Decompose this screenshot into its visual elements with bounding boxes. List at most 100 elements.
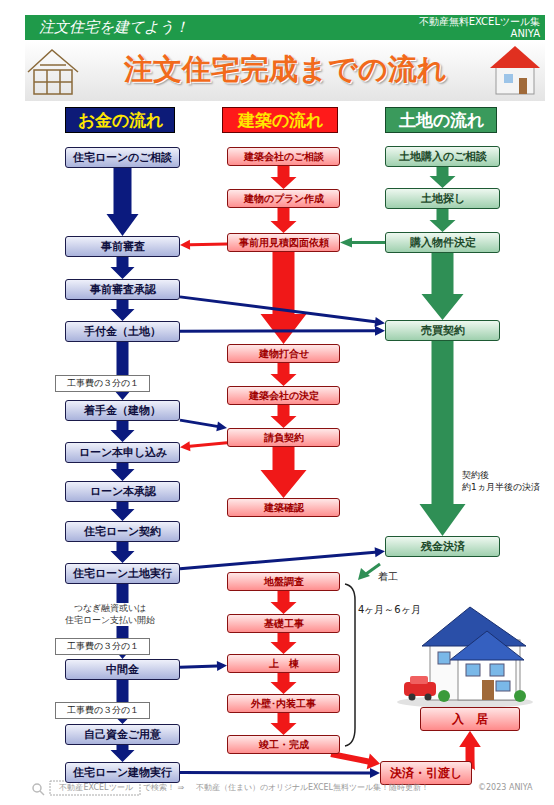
flow-arrow [271, 591, 297, 614]
process-box: ローン本承認 [65, 481, 180, 502]
box-label: 建築確認 [264, 501, 304, 515]
box-label: 住宅ローンのご相談 [73, 150, 172, 165]
flow-arrow [180, 326, 385, 336]
flow-arrow [180, 768, 380, 778]
process-box: 着手金（建物） [65, 400, 180, 421]
box-label: 着手金（建物） [84, 403, 161, 418]
flow-arrow [111, 300, 135, 321]
process-box: 上 棟 [227, 654, 340, 673]
flow-arrow [111, 421, 135, 442]
flow-arrow [180, 295, 385, 326]
flow-arrow [180, 661, 227, 671]
frame-house-icon [28, 50, 78, 94]
note-box: 工事費の３分の１ [55, 375, 150, 392]
process-box: 建築会社のご相談 [227, 147, 340, 166]
flow-arrow [180, 441, 227, 451]
car-wheel [425, 694, 432, 701]
final-step-box: 入 居 [420, 707, 520, 731]
process-box: 事前審査 [65, 236, 180, 257]
footer-search [33, 781, 140, 795]
house-front [458, 656, 516, 700]
box-label: 建築の流れ [238, 109, 323, 132]
process-box: 基礎工事 [227, 614, 340, 633]
search-box [50, 781, 140, 795]
note-label: ©2023 ANIYA [478, 783, 544, 793]
process-box: 購入物件決定 [385, 232, 500, 253]
flow-arrow [261, 447, 307, 498]
column-header: 土地の流れ [385, 107, 497, 133]
box-label: 建築会社のご相談 [244, 150, 324, 164]
flow-arrow [111, 542, 135, 563]
house-door [482, 680, 494, 700]
box-label: ローン本申し込み [79, 445, 167, 460]
box-label: 事前用見積図面依頼 [239, 236, 329, 250]
flow-arrow [180, 419, 227, 432]
note-label: つなぎ融資或いは 住宅ローン支払い開始 [40, 603, 180, 626]
final-step-box: 決済・引渡し [380, 761, 472, 785]
house-gable [450, 631, 524, 660]
car-body [404, 682, 436, 696]
note-label: 不動産（住まい）のオリジナルEXCEL無料ツール集！随時更新！ [196, 783, 476, 793]
flow-arrow [271, 405, 297, 428]
box-label: 土地探し [421, 191, 465, 206]
house-window [438, 652, 450, 664]
process-box: 住宅ローンのご相談 [65, 147, 180, 168]
pointer-shaft [366, 564, 380, 574]
box-label: 工事費の３分の１ [67, 704, 139, 717]
box-label: 残金決済 [421, 539, 465, 554]
title-band [25, 41, 545, 101]
box-label: 建築会社の決定 [249, 389, 319, 403]
box-label: 住宅ローン建物実行 [73, 765, 172, 780]
box-label: 決済・引渡し [390, 765, 462, 782]
house-illustration [397, 607, 533, 708]
process-box: 竣工・完成 [227, 735, 340, 754]
process-box: 事前審査承認 [65, 279, 180, 300]
icon-beam [34, 81, 72, 83]
car-wheel [409, 694, 416, 701]
box-label: 中間金 [106, 662, 139, 677]
process-box: 建物打合せ [227, 344, 340, 363]
flow-arrow [111, 745, 135, 762]
process-box: 手付金（土地） [65, 321, 180, 342]
process-box: 残金決済 [385, 536, 500, 557]
process-box: ローン本申し込み [65, 442, 180, 463]
note-box: 工事費の３分の１ [55, 638, 150, 655]
box-label: 注文住宅を建てよう！ [39, 18, 189, 37]
icon-roof [490, 46, 540, 68]
process-box: 外壁･内装工事 [227, 694, 340, 713]
flow-arrow [420, 341, 466, 536]
flow-arrow [271, 208, 297, 233]
house-window [466, 664, 480, 676]
process-box: 建物のプラン作成 [227, 189, 340, 208]
house-icon [490, 46, 540, 94]
car-cabin [410, 676, 428, 684]
process-box: 建築会社の決定 [227, 386, 340, 405]
flow-arrow [180, 240, 227, 250]
flow-arrow [430, 167, 456, 188]
note-label: 4ヶ月～6ヶ月 [358, 603, 448, 616]
box-label: 購入物件決定 [410, 235, 476, 250]
process-box: 請負契約 [227, 428, 340, 447]
start-pointer-arrow [358, 564, 380, 580]
flow-arrow [107, 168, 139, 236]
box-label: 土地購入のご相談 [399, 149, 487, 164]
bush [514, 690, 526, 702]
process-box: 土地購入のご相談 [385, 146, 500, 167]
flow-arrow [340, 238, 385, 248]
box-label: 売買契約 [421, 323, 465, 338]
process-box: 事前用見積図面依頼 [227, 233, 340, 252]
flow-arrow [111, 257, 135, 279]
pointer-head [358, 568, 370, 580]
icon-wall [496, 66, 534, 94]
box-label: 外壁･内装工事 [251, 697, 316, 711]
flow-arrow [111, 463, 135, 481]
note-label: 着工 [378, 570, 418, 583]
process-box: 地盤調査 [227, 572, 340, 591]
box-label: 竣工・完成 [259, 738, 309, 752]
icon-door [519, 78, 527, 94]
process-box: 建築確認 [227, 498, 340, 517]
icon-window [504, 74, 513, 83]
box-label: 地盤調査 [264, 575, 304, 589]
box-label: 住宅ローン契約 [84, 524, 161, 539]
